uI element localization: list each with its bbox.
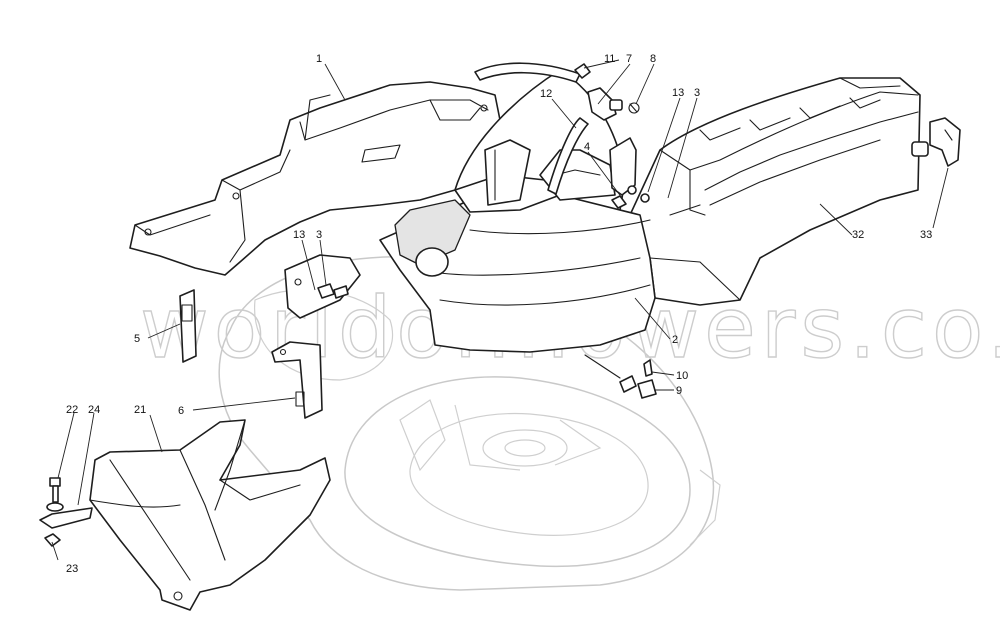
callout-23: 23 xyxy=(66,563,78,575)
hose-fitting-parts xyxy=(574,63,640,121)
nut-bolt-9-10-part xyxy=(584,354,657,399)
deck-top-frame-part xyxy=(129,81,501,276)
callout-4: 4 xyxy=(584,141,590,153)
callout-6: 6 xyxy=(178,405,184,417)
callout-1: 1 xyxy=(316,53,322,65)
side-bracket-part xyxy=(284,254,361,319)
hose-pipe-part xyxy=(474,62,589,195)
callout-21: 21 xyxy=(134,404,146,416)
callout-24: 24 xyxy=(88,404,100,416)
discharge-chute-part xyxy=(629,77,921,306)
callout-9: 9 xyxy=(676,385,682,397)
callout-12: 12 xyxy=(540,88,552,100)
callout-5: 5 xyxy=(134,333,140,345)
front-guard-part xyxy=(89,419,331,611)
bracket-6-part xyxy=(271,341,323,419)
callout-2: 2 xyxy=(672,334,678,346)
callout-3: 3 xyxy=(316,229,322,241)
fasteners-22-24-part xyxy=(39,477,93,547)
bracket-5-part xyxy=(179,289,197,363)
clip-33-part xyxy=(911,117,961,167)
leader-lines xyxy=(51,59,949,561)
callout-32: 32 xyxy=(852,229,864,241)
callout-11: 11 xyxy=(604,53,615,65)
upper-bracket-part xyxy=(609,137,650,209)
callout-3: 3 xyxy=(694,87,700,99)
callout-8: 8 xyxy=(650,53,656,65)
callout-7: 7 xyxy=(626,53,632,65)
callout-10: 10 xyxy=(676,370,688,382)
callout-33: 33 xyxy=(920,229,932,241)
callout-labels: 1 2 3 3 4 5 6 7 8 9 10 11 12 13 13 21 22… xyxy=(66,53,932,575)
callout-13: 13 xyxy=(293,229,305,241)
callout-13: 13 xyxy=(672,87,684,99)
callout-22: 22 xyxy=(66,404,78,416)
